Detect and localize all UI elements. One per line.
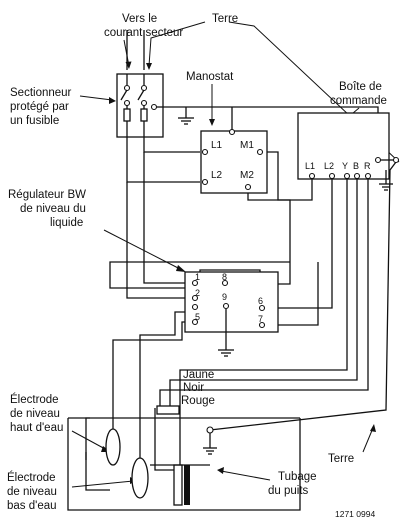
regulator-label-line3: liquide xyxy=(50,217,83,229)
fused-disconnect xyxy=(116,73,164,138)
wire-color-black: Noir xyxy=(183,382,204,394)
control-box-terminal-l1: L1 xyxy=(305,161,315,171)
control-box-terminal-y: Y xyxy=(342,161,348,171)
pressure-switch-box: L1 M1 L2 M2 xyxy=(200,128,268,194)
control-box: L1 L2 Y B R xyxy=(297,112,400,180)
pressure-switch-terminal-l2: L2 xyxy=(211,170,223,181)
drawing-reference: 1271 0994 xyxy=(335,509,375,519)
disconnect-label-line3: un fusible xyxy=(10,115,59,127)
pressure-switch-terminal-l1: L1 xyxy=(211,140,223,151)
supply-label-line1: Vers le xyxy=(122,13,157,25)
high-electrode-label-line3: haut d'eau xyxy=(10,422,63,434)
pressure-switch-label: Manostat xyxy=(186,71,234,83)
regulator-terminal-1: 1 xyxy=(195,272,200,282)
wire-color-yellow: Jaune xyxy=(183,369,214,381)
disconnect-label-line2: protégé par xyxy=(10,101,69,113)
ground-symbol-control-box xyxy=(379,170,393,191)
wire-color-red: Rouge xyxy=(181,395,215,407)
control-box-terminal-r: R xyxy=(364,161,371,171)
high-electrode-label-line2: de niveau xyxy=(10,408,60,420)
earth-label-bottom: Terre xyxy=(328,453,354,465)
regulator-label-line1: Régulateur BW xyxy=(8,189,86,201)
pressure-switch-terminal-m1: M1 xyxy=(240,140,254,151)
low-electrode-label-line3: bas d'eau xyxy=(7,500,57,512)
control-box-terminal-l2: L2 xyxy=(324,161,334,171)
regulator-terminal-6: 6 xyxy=(258,296,263,306)
regulator-terminal-5: 5 xyxy=(195,312,200,322)
casing-label-line1: Tubage xyxy=(278,471,317,483)
regulator-terminal-2: 2 xyxy=(195,288,200,298)
regulator-label-line2: de niveau du xyxy=(20,203,86,215)
pressure-switch-terminal-m2: M2 xyxy=(240,170,254,181)
ground-symbol-disconnect xyxy=(178,117,194,125)
regulator-terminal-8: 8 xyxy=(222,272,227,282)
control-box-label-line2: commande xyxy=(330,95,387,107)
low-electrode-label-line1: Électrode xyxy=(7,471,56,484)
wiring-lines xyxy=(85,30,397,491)
high-electrode-label-line1: Électrode xyxy=(10,393,59,406)
control-box-label-line1: Boîte de xyxy=(339,81,382,93)
casing-label-line2: du puits xyxy=(268,485,309,497)
level-regulator-box: 1 8 2 9 6 5 7 xyxy=(184,271,279,350)
regulator-terminal-9: 9 xyxy=(222,292,227,302)
control-box-terminal-b: B xyxy=(353,161,359,171)
ground-symbol-regulator xyxy=(218,349,234,357)
low-electrode-label-line2: de niveau xyxy=(7,486,57,498)
disconnect-label-line1: Sectionneur xyxy=(10,87,72,99)
regulator-terminal-7: 7 xyxy=(258,314,263,324)
well xyxy=(67,405,301,511)
